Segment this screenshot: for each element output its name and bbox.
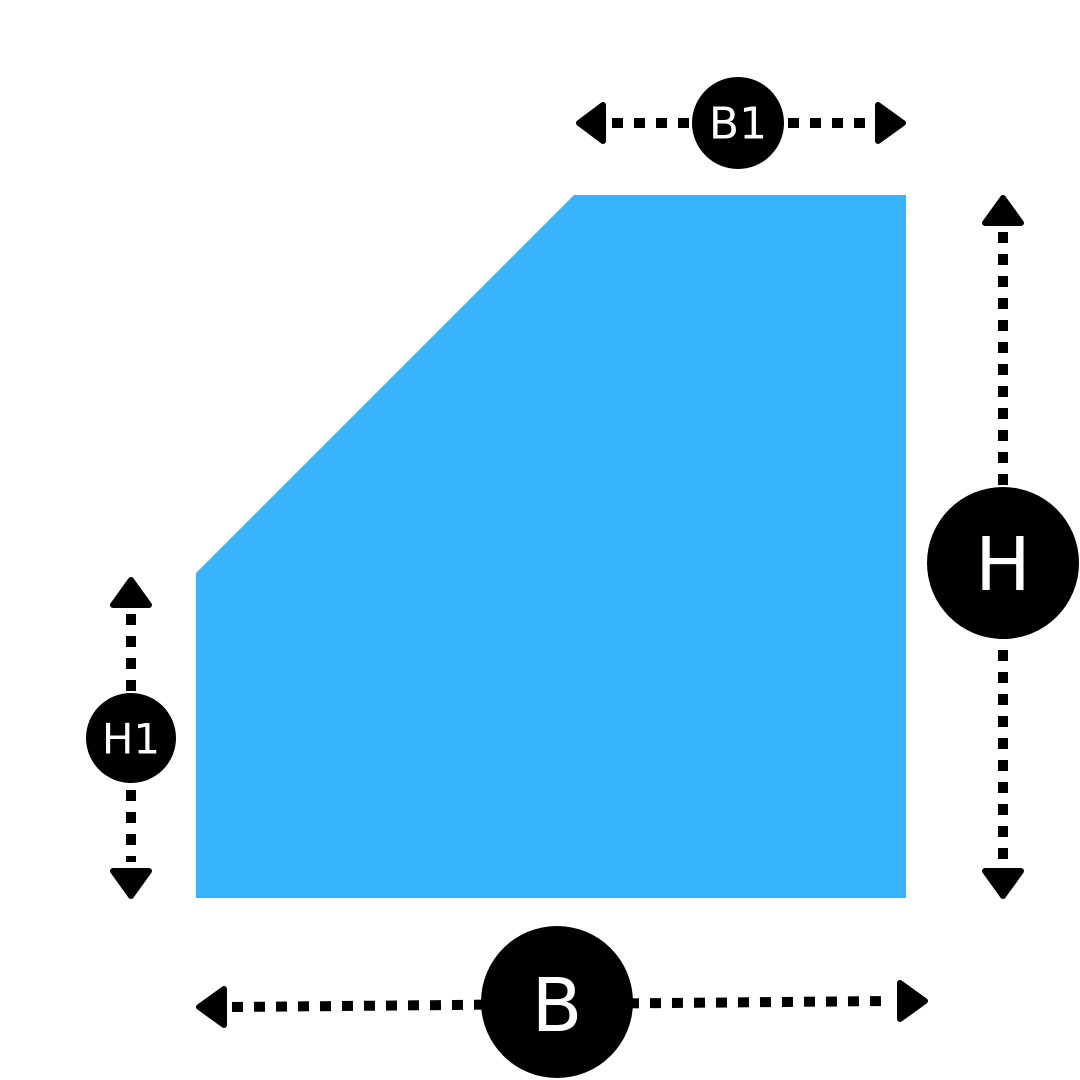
label-badge-b (481, 926, 633, 1078)
dimension-b: B (196, 926, 928, 1078)
arrow-up-h-icon (982, 195, 1024, 226)
label-b1: B1 (709, 99, 767, 150)
dimension-b1: B1 (576, 77, 906, 169)
arrow-down-h-icon (982, 868, 1024, 899)
label-h1: H1 (102, 715, 160, 764)
arrow-up-h1-icon (110, 577, 152, 608)
dimension-h: H (927, 195, 1079, 899)
label-badge-b1 (692, 77, 784, 169)
arrow-left-b-icon (196, 986, 227, 1028)
dimension-h1: H1 (86, 577, 176, 899)
arrow-right-b-icon (897, 980, 928, 1022)
label-b: B (532, 963, 583, 1049)
label-badge-h1 (86, 693, 176, 783)
label-badge-h (927, 487, 1079, 639)
arrow-right-b1-icon (875, 102, 906, 144)
arrow-down-h1-icon (110, 868, 152, 899)
arrow-left-b1-icon (576, 102, 606, 144)
label-h: H (975, 522, 1031, 608)
chamfered-rectangle-shape (196, 195, 906, 898)
